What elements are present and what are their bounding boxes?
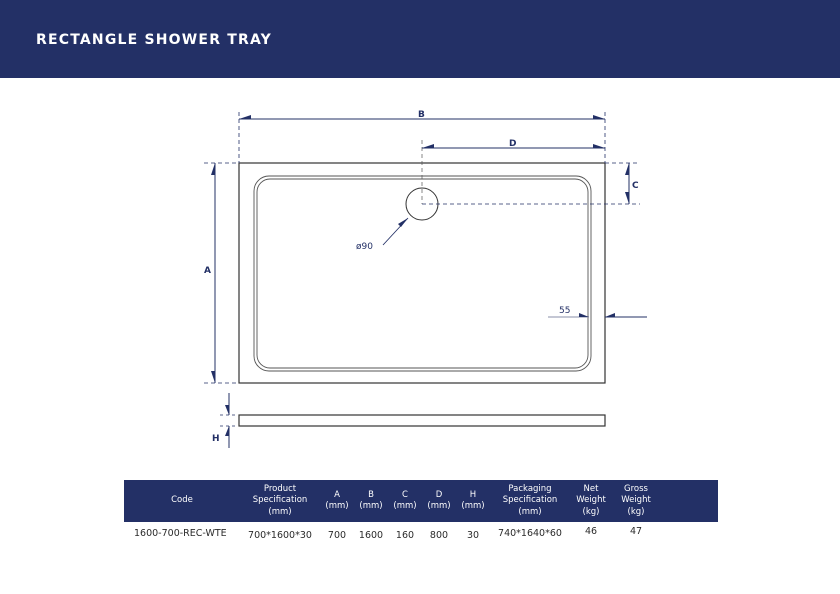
tray-side-view xyxy=(238,414,606,427)
cell-h: 30 xyxy=(466,530,480,541)
cell-code: 1600-700-REC-WTE xyxy=(134,528,227,539)
cell-packaging-spec: 740*1640*60 xyxy=(498,528,562,539)
specification-table: Code Product Specification (mm) A (mm) B… xyxy=(124,480,718,541)
cell-net-weight: 46 xyxy=(584,526,598,537)
table-row: 1600-700-REC-WTE 700*1600*30 700 1600 16… xyxy=(124,522,718,541)
cell-gross-weight: 47 xyxy=(629,526,643,537)
header-net-weight: Net Weight (kg) xyxy=(570,480,612,522)
basin-outer-edge xyxy=(253,175,592,372)
dimension-b-label: B xyxy=(418,110,425,120)
page-title: RECTANGLE SHOWER TRAY xyxy=(36,32,273,48)
page-header: RECTANGLE SHOWER TRAY xyxy=(0,0,840,78)
header-b: B (mm) xyxy=(354,480,388,522)
cell-product-spec: 700*1600*30 xyxy=(248,530,312,541)
table-header-row: Code Product Specification (mm) A (mm) B… xyxy=(124,480,718,522)
dimension-c-label: C xyxy=(632,181,639,191)
cell-d: 800 xyxy=(429,530,449,541)
header-spacer xyxy=(660,480,718,522)
dimension-a-label: A xyxy=(204,266,211,276)
header-packaging-spec: Packaging Specification (mm) xyxy=(490,480,570,522)
basin-inner-edge xyxy=(256,178,589,369)
header-h: H (mm) xyxy=(456,480,490,522)
cell-spacer xyxy=(660,522,718,541)
cell-a: 700 xyxy=(327,530,347,541)
header-gross-weight: Gross Weight (kg) xyxy=(612,480,660,522)
dimension-h-label: H xyxy=(212,434,220,444)
header-product-spec: Product Specification (mm) xyxy=(240,480,320,522)
header-d: D (mm) xyxy=(422,480,456,522)
rim-width-label: 55 xyxy=(559,306,570,316)
cell-c: 160 xyxy=(395,530,415,541)
header-a: A (mm) xyxy=(320,480,354,522)
header-c: C (mm) xyxy=(388,480,422,522)
dimension-d-label: D xyxy=(509,139,516,149)
waste-diameter-label: ø90 xyxy=(356,242,373,252)
header-code: Code xyxy=(124,480,240,522)
cell-b: 1600 xyxy=(358,530,384,541)
